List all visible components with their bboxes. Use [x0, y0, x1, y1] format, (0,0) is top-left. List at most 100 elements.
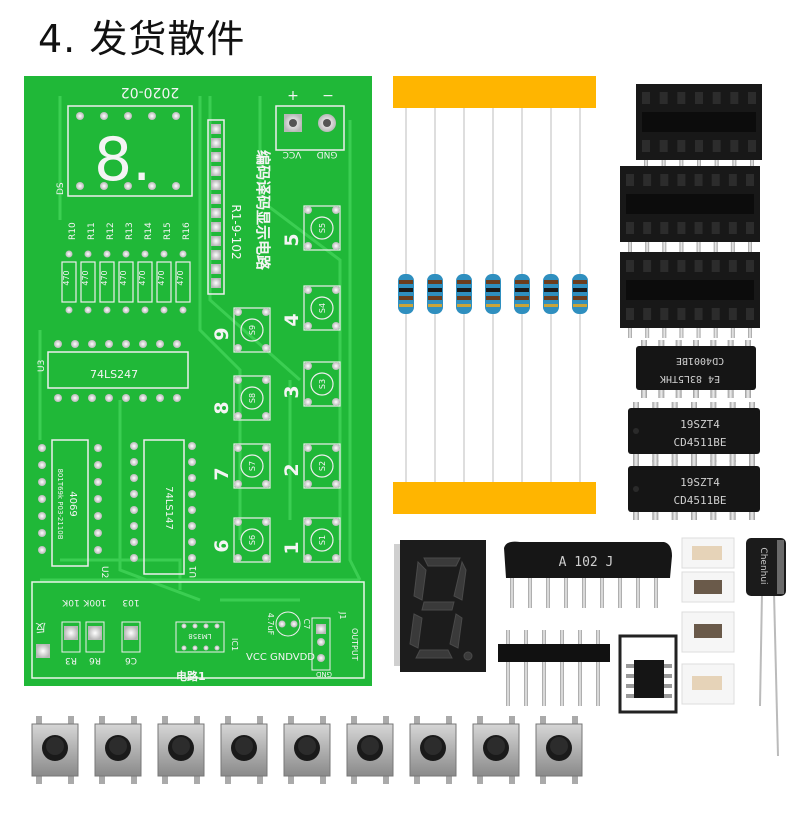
solder-pad: [234, 376, 242, 384]
u2-label: U2: [99, 566, 109, 578]
solder-pad: [38, 478, 46, 486]
pcb-resistor-value: 470: [157, 270, 166, 285]
u1-chip: 74LS147: [163, 486, 174, 530]
pcb-digit-label: 8: [211, 401, 233, 414]
header-pad: [211, 152, 221, 162]
solder-pad: [262, 480, 270, 488]
chip-bot-line1: 19SZT4: [680, 476, 720, 489]
pcb-resistor-value: 470: [119, 270, 128, 285]
display-pads: [76, 112, 180, 190]
solder-pad: [234, 518, 242, 526]
solder-pad: [38, 512, 46, 520]
pcb-resistor-value: 470: [81, 270, 90, 285]
solder-pad: [94, 529, 102, 537]
tactile-button: [346, 716, 394, 784]
pcb-resistor-value: 470: [176, 270, 185, 285]
tactile-button: [409, 716, 457, 784]
solder-pad: [139, 340, 147, 348]
solder-pad: [130, 458, 138, 466]
solder-pad: [332, 322, 340, 330]
chip-bot-line2: CD4511BE: [674, 494, 727, 507]
solder-pad: [76, 182, 84, 190]
solder-pad: [332, 480, 340, 488]
chip-lead: [749, 512, 755, 520]
solder-pad: [94, 546, 102, 554]
solder-pad: [234, 412, 242, 420]
solder-pad: [38, 444, 46, 452]
chip-lead: [652, 454, 659, 462]
pcb-resistor-row: R10470R11470R12470R13470R14470R15470R164…: [61, 222, 192, 314]
solder-pad: [262, 376, 270, 384]
pcb-resistor-outline: [137, 261, 153, 303]
solder-pad: [141, 306, 149, 314]
tactile-buttons: [31, 716, 583, 784]
pin-header: [498, 630, 610, 706]
chip-cd4001: CD4001BE E4 83L5THK: [636, 340, 756, 398]
chip-lead: [710, 454, 717, 462]
pcb-switch-label: S8: [248, 393, 257, 403]
network-lead: [636, 578, 640, 608]
solder-pad: [130, 490, 138, 498]
plus-label: +: [287, 88, 299, 104]
pcb-switch-footprint: S6: [233, 517, 271, 563]
solder-pad: [173, 340, 181, 348]
ic-label: IC1: [230, 638, 239, 651]
pcb-switch-label: S9: [248, 325, 257, 335]
solder-pad: [262, 554, 270, 562]
pcb-code: R1-9-102: [229, 204, 243, 259]
solder-pad: [38, 546, 46, 554]
chip-lead: [641, 340, 647, 348]
solder-pad: [130, 522, 138, 530]
solder-pad: [148, 112, 156, 120]
resistor-tape: [393, 76, 596, 514]
solder-pad: [94, 461, 102, 469]
u1-footprint: 74LS147 U1: [143, 439, 199, 578]
header-pad: [211, 264, 221, 274]
pcb-switch-label: S2: [318, 461, 327, 471]
solder-pad: [262, 344, 270, 352]
header-pad: [211, 250, 221, 260]
pcb-resistor-outline: [156, 261, 172, 303]
solder-pad: [234, 344, 242, 352]
solder-pad: [188, 458, 196, 466]
header-pad: [211, 208, 221, 218]
pcb-resistor-outline: [175, 261, 191, 303]
chip-mid-line1: 19SZT4: [680, 418, 720, 431]
solder-pad: [122, 250, 130, 258]
pcb-switch-footprint: S9: [233, 307, 271, 353]
fan-label: 反: [35, 621, 46, 634]
chip-lead: [729, 460, 736, 468]
u3-label: U3: [37, 360, 47, 372]
pcb-resistor-value: 470: [62, 270, 71, 285]
c6-label: C6: [125, 655, 137, 665]
solder-pad: [304, 286, 312, 294]
solder-pad: [304, 554, 312, 562]
axial-resistor: [427, 108, 443, 482]
chip-lead: [633, 512, 639, 520]
chip-lead: [658, 390, 665, 398]
chip-mid-line2: CD4511BE: [674, 436, 727, 449]
pcb-digit-label: 6: [211, 539, 233, 552]
header-pin: [596, 630, 600, 706]
pcb-switch-label: S1: [318, 535, 327, 545]
solder-pad: [94, 444, 102, 452]
solder-pad: [130, 442, 138, 450]
header-pin: [542, 630, 546, 706]
solder-pad: [262, 518, 270, 526]
solder-pad: [332, 206, 340, 214]
axial-resistor: [456, 108, 472, 482]
solder-pad: [130, 474, 138, 482]
chip-lead: [729, 402, 736, 410]
axial-resistor: [485, 108, 501, 482]
solder-pad: [160, 250, 168, 258]
chip-lead: [658, 340, 665, 348]
solder-pad: [304, 398, 312, 406]
pcb-switch-footprint: S3: [303, 361, 341, 407]
pcb-switch-footprint: S8: [233, 375, 271, 421]
solder-pad: [130, 506, 138, 514]
pcb-switch-footprint: S5: [303, 205, 341, 251]
ic-socket: [636, 84, 762, 170]
header-pad: [211, 138, 221, 148]
solder-pad: [332, 286, 340, 294]
